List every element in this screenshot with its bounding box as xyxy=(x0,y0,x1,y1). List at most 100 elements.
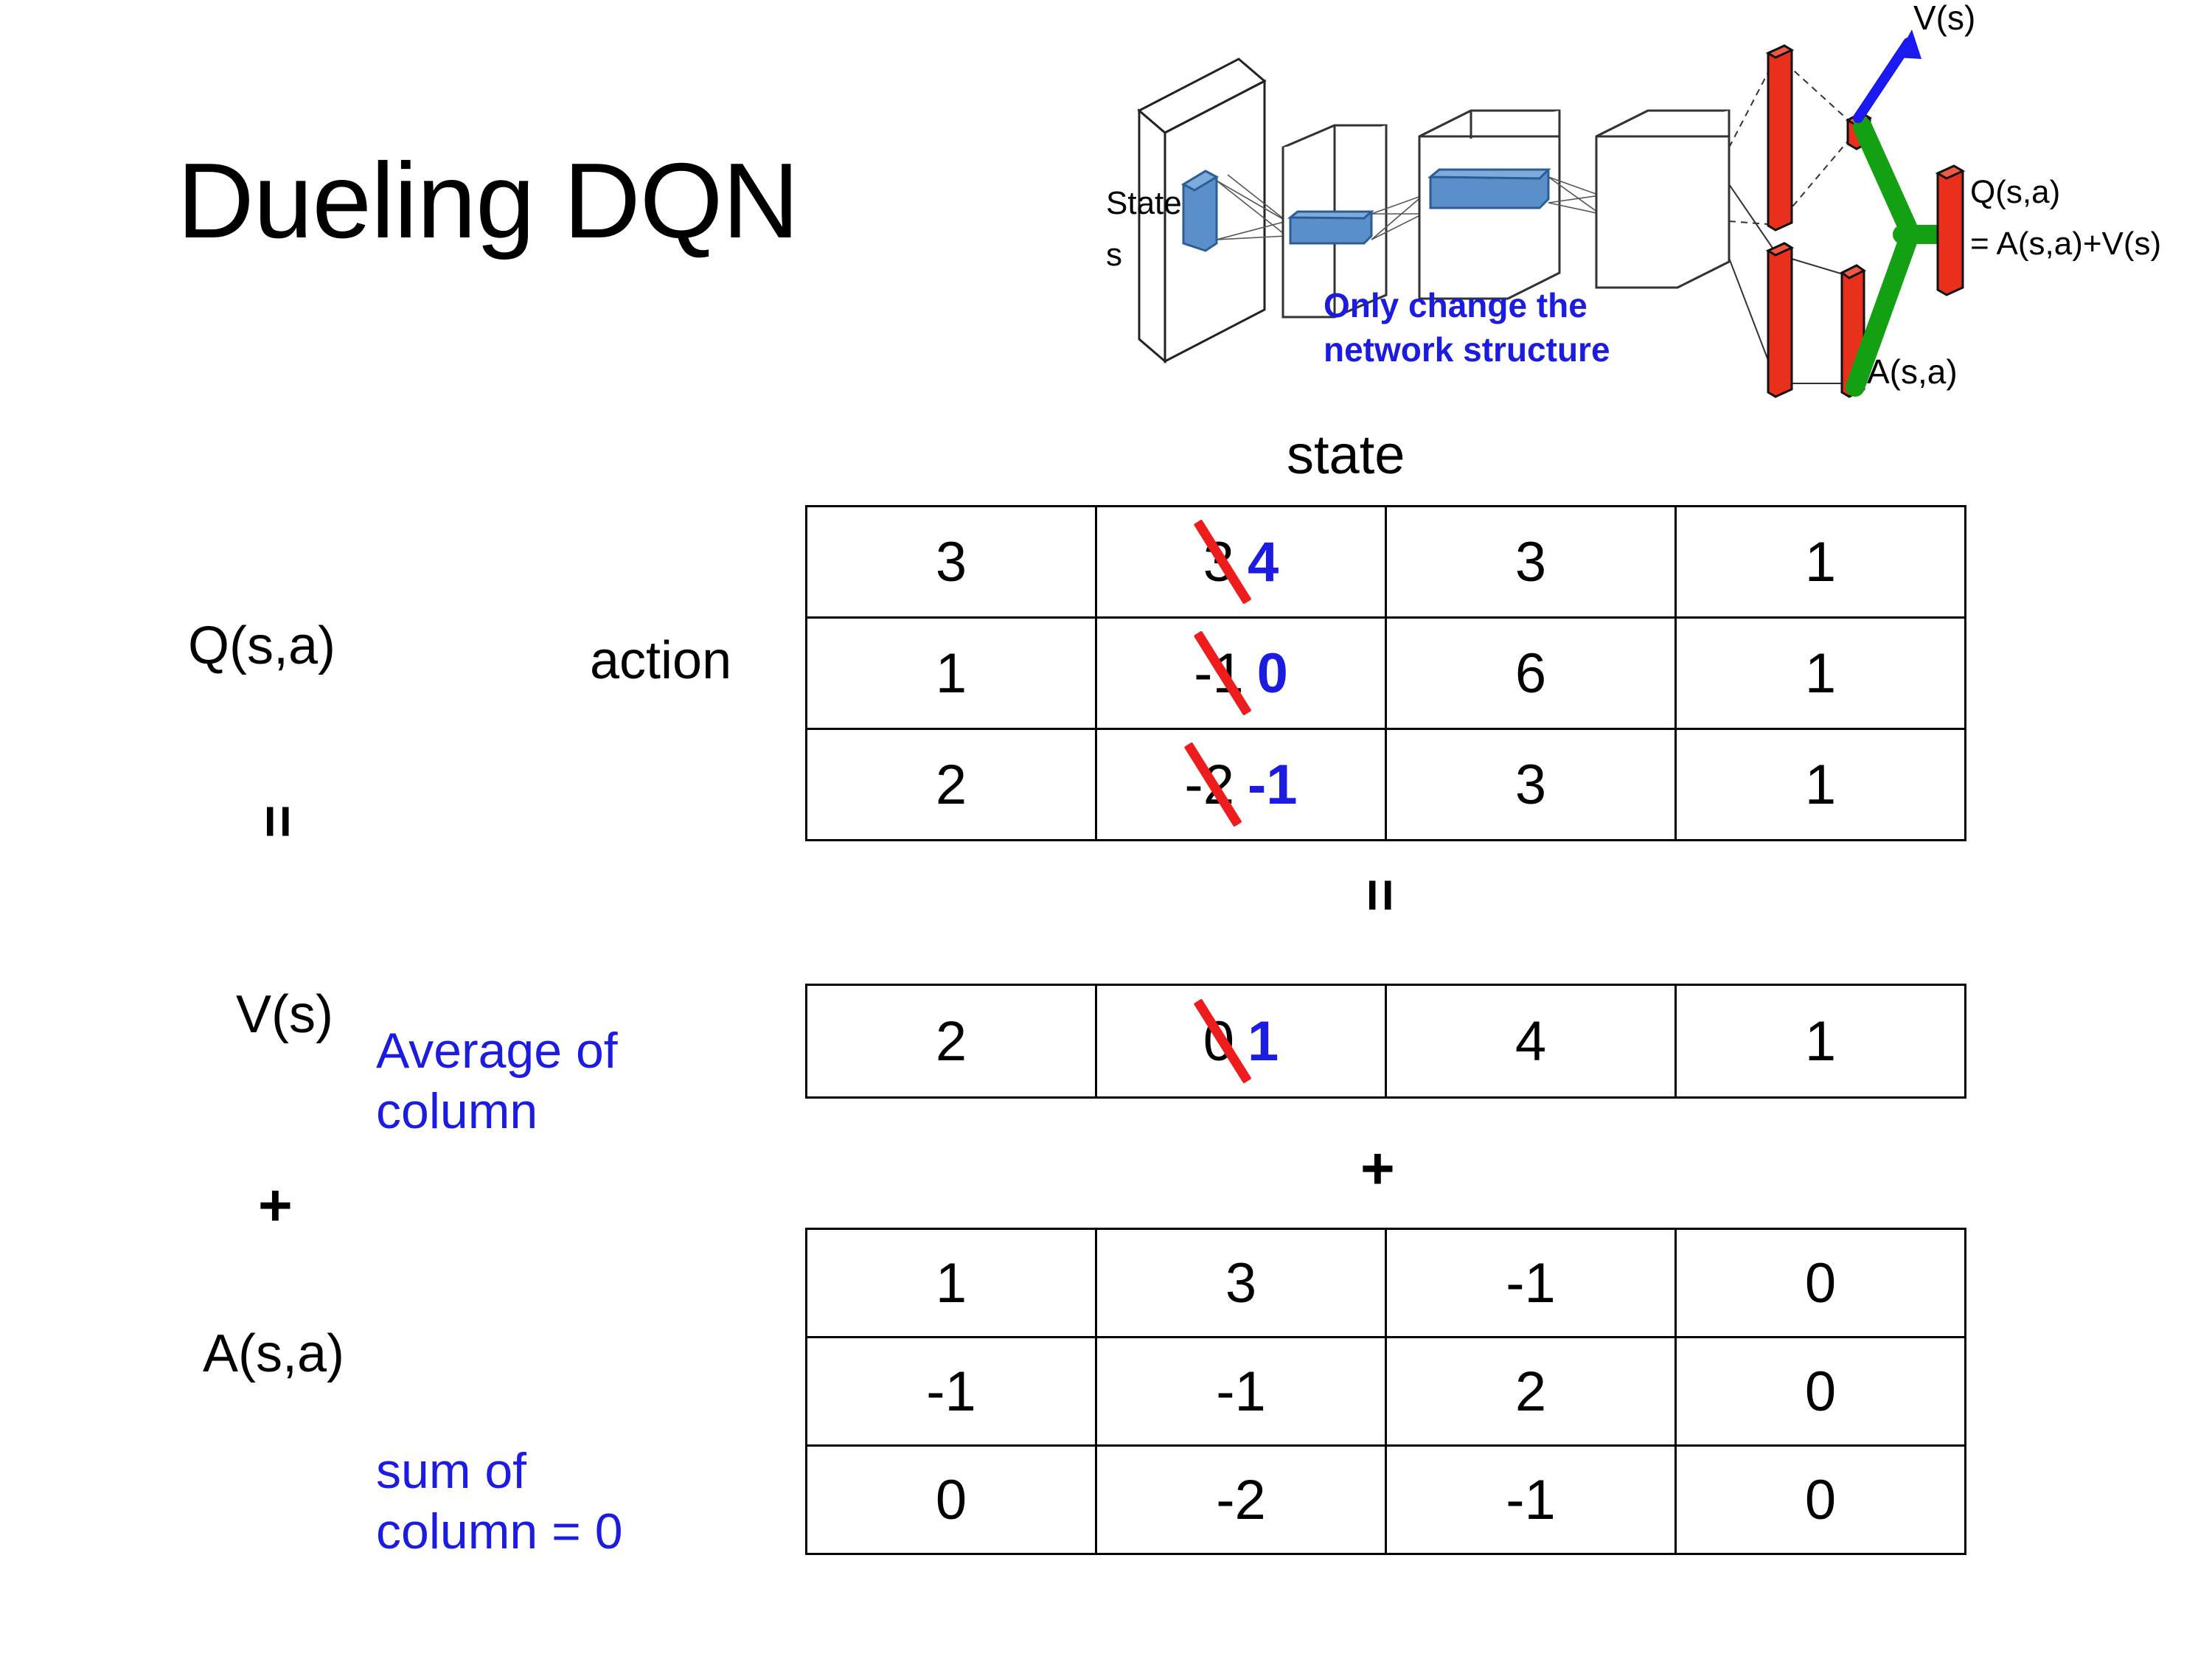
old-value: 0 xyxy=(1193,998,1252,1084)
cell-value: 1 xyxy=(1804,530,1837,594)
cell-value: 3 xyxy=(935,530,967,594)
input-label-s: s xyxy=(1106,237,1122,273)
strikethrough-mark-icon xyxy=(1193,519,1252,605)
average-note-line2: column xyxy=(376,1082,538,1139)
table-cell: -2 xyxy=(1095,1444,1387,1555)
average-of-column-note: Average of column xyxy=(376,1021,618,1141)
dueling-network-diagram: State s Only change the network structur… xyxy=(1099,0,2212,413)
table-cell: 0 xyxy=(1674,1336,1966,1447)
cell-value: 1 xyxy=(935,1251,967,1315)
a-table-label: A(s,a) xyxy=(203,1324,345,1383)
diagram-note-line2: network structure xyxy=(1324,330,1610,369)
sum-note-line2: column = 0 xyxy=(376,1503,623,1559)
q-output-label-line1: Q(s,a) xyxy=(1970,174,2060,210)
cell-value: 3 xyxy=(1514,530,1547,594)
table-cell: -1 xyxy=(1095,1336,1387,1447)
table-cell: 0 xyxy=(805,1444,1097,1555)
page-title: Dueling DQN xyxy=(177,141,799,260)
sum-note-line1: sum of xyxy=(376,1443,527,1499)
cell-value: 2 xyxy=(935,1009,967,1073)
sum-of-column-note: sum of column = 0 xyxy=(376,1441,623,1562)
equals-glyph: = xyxy=(246,804,311,838)
table-cell-edited: -10 xyxy=(1095,616,1387,730)
table-cell: 4 xyxy=(1385,984,1677,1099)
cell-value: 0 xyxy=(935,1468,967,1531)
new-value: 1 xyxy=(1248,1009,1279,1073)
new-value: 4 xyxy=(1248,530,1279,594)
table-cell: 1 xyxy=(1674,728,1966,841)
advantage-stream-label: A(s,a) xyxy=(1867,352,1958,391)
table-cell: 3 xyxy=(1095,1228,1387,1338)
table-cell: -1 xyxy=(1385,1228,1677,1338)
cell-value: 6 xyxy=(1514,641,1547,705)
cell-value: 1 xyxy=(1804,641,1837,705)
cell-value: 0 xyxy=(1804,1468,1837,1531)
cell-value: 2 xyxy=(1514,1360,1547,1423)
table-cell: -1 xyxy=(1385,1444,1677,1555)
table-cell: 6 xyxy=(1385,616,1677,730)
cell-value: 1 xyxy=(935,641,967,705)
cell-value: 2 xyxy=(935,753,967,816)
table-row: 20141 xyxy=(805,984,1966,1099)
cell-value: 1 xyxy=(1804,1009,1837,1073)
cell-value: -1 xyxy=(1506,1468,1556,1531)
value-stream-label: V(s) xyxy=(1913,0,1975,37)
table-cell: 3 xyxy=(1385,728,1677,841)
cell-value: 1 xyxy=(1804,753,1837,816)
advantage-table: 1 3 -1 0 -1 -1 2 0 0 -2 -1 0 xyxy=(805,1228,1966,1555)
old-value: 3 xyxy=(1193,519,1252,605)
conv-patch-1-icon xyxy=(1287,210,1374,245)
value-stream-bar-icon xyxy=(1765,44,1795,232)
input-patch-icon xyxy=(1180,170,1220,252)
conv-patch-2-icon xyxy=(1427,168,1551,209)
v-value-table: 20141 xyxy=(805,984,1966,1099)
table-cell: 0 xyxy=(1674,1228,1966,1338)
conv-block-3-icon xyxy=(1595,109,1731,289)
strikethrough-mark-icon xyxy=(1183,742,1242,827)
new-value: -1 xyxy=(1248,753,1298,816)
table-cell: -1 xyxy=(805,1336,1097,1447)
cell-value: -1 xyxy=(1506,1251,1556,1315)
equals-sign-middle: = xyxy=(1349,866,1413,924)
q-output-label-line2: = A(s,a)+V(s) xyxy=(1970,226,2161,262)
table-row: 33431 xyxy=(805,505,1966,619)
advantage-stream-bar-icon xyxy=(1765,242,1795,398)
table-row: 1 3 -1 0 xyxy=(805,1228,1966,1338)
table-cell: 0 xyxy=(1674,1444,1966,1555)
table-cell-edited: 34 xyxy=(1095,505,1387,619)
q-output-bar-icon xyxy=(1935,164,1966,296)
cell-value: 0 xyxy=(1804,1251,1837,1315)
table-cell: 1 xyxy=(805,616,1097,730)
old-value: -2 xyxy=(1183,742,1242,827)
table-row: 2 -2-1 3 1 xyxy=(805,728,1966,841)
table-cell: 2 xyxy=(805,984,1097,1099)
cell-value: 3 xyxy=(1225,1251,1257,1315)
table-row: 0 -2 -1 0 xyxy=(805,1444,1966,1555)
diagram-note-line1: Only change the xyxy=(1324,286,1587,324)
state-axis-header: state xyxy=(1287,424,1405,485)
v-table-label: V(s) xyxy=(236,985,333,1044)
q-table-label: Q(s,a) xyxy=(188,616,336,675)
plus-sign-left: + xyxy=(258,1176,293,1235)
strikethrough-mark-icon xyxy=(1193,630,1252,716)
table-cell: 1 xyxy=(1674,505,1966,619)
old-value: -1 xyxy=(1193,630,1252,716)
cell-value: 3 xyxy=(1514,753,1547,816)
table-row: -1 -1 2 0 xyxy=(805,1336,1966,1447)
input-label-state: State xyxy=(1106,185,1182,221)
cell-value: -1 xyxy=(926,1360,976,1423)
table-cell: 3 xyxy=(1385,505,1677,619)
plus-glyph: + xyxy=(258,1172,293,1238)
strikethrough-mark-icon xyxy=(1193,998,1252,1084)
equals-glyph: = xyxy=(1348,878,1413,912)
value-stream-connections xyxy=(1728,55,1859,226)
cell-value: 4 xyxy=(1514,1009,1547,1073)
cell-value: -1 xyxy=(1216,1360,1266,1423)
table-row: 1 -10 6 1 xyxy=(805,616,1966,730)
table-cell: 1 xyxy=(805,1228,1097,1338)
average-note-line1: Average of xyxy=(376,1023,618,1079)
table-cell: 3 xyxy=(805,505,1097,619)
cell-value: -2 xyxy=(1216,1468,1266,1531)
table-cell: 2 xyxy=(1385,1336,1677,1447)
